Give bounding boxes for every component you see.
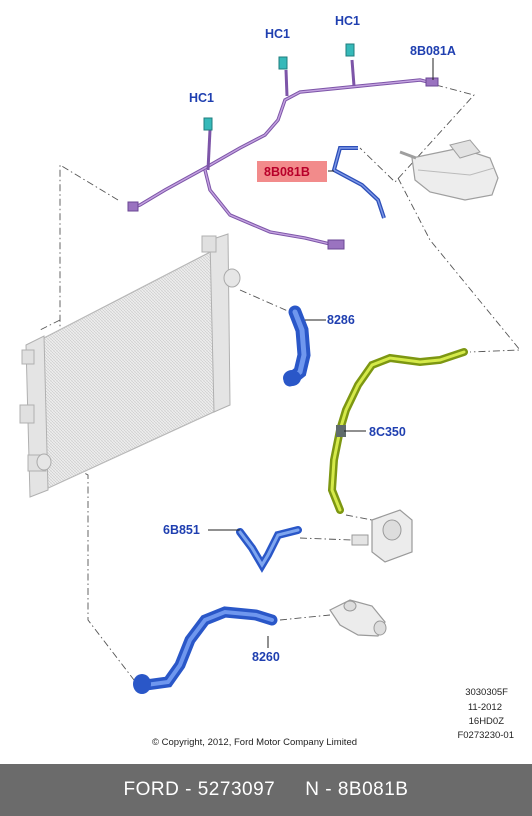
meta-code-3: 16HD0Z [469, 716, 505, 727]
hose-6b851 [236, 526, 302, 573]
hc1-clips [203, 43, 355, 131]
oil-cooler [351, 509, 413, 563]
label-hc1-top-right: HC1 [335, 14, 360, 28]
exploded-parts-diagram: HC1 HC1 8B081A HC1 8B081B 8286 8C350 6B8… [19, 14, 521, 748]
hose-8c350 [327, 348, 468, 514]
meta-code-1: 3030305F [465, 687, 508, 698]
meta-code-2: 11-2012 [468, 702, 502, 713]
footer-part-ref: FORD - 5273097 [123, 779, 276, 800]
label-part-8b081b: 8B081B [264, 165, 310, 179]
hose-8260 [133, 606, 278, 694]
label-part-6b851: 6B851 [163, 523, 200, 537]
callout-pointers [208, 58, 434, 648]
highlight-box [257, 161, 327, 182]
label-hc1-top-left: HC1 [265, 27, 290, 41]
hose-8286 [283, 305, 311, 387]
label-part-8260: 8260 [252, 650, 280, 664]
vent-hose-8b081b [331, 146, 386, 219]
footer-bar: FORD - 5273097 N - 8B081B [0, 764, 532, 816]
label-part-8286: 8286 [327, 313, 355, 327]
label-part-8b081a: 8B081A [410, 44, 456, 58]
radiator [19, 233, 241, 498]
footer-part-number: N - 8B081B [305, 779, 409, 800]
meta-code-4: F0273230-01 [457, 730, 514, 741]
vent-hose-8b081a [127, 59, 439, 250]
thermostat-housing [329, 599, 387, 637]
expansion-tank [399, 139, 499, 201]
label-part-8c350: 8C350 [369, 425, 406, 439]
copyright-text: © Copyright, 2012, Ford Motor Company Li… [152, 737, 357, 748]
label-hc1-left: HC1 [189, 91, 214, 105]
